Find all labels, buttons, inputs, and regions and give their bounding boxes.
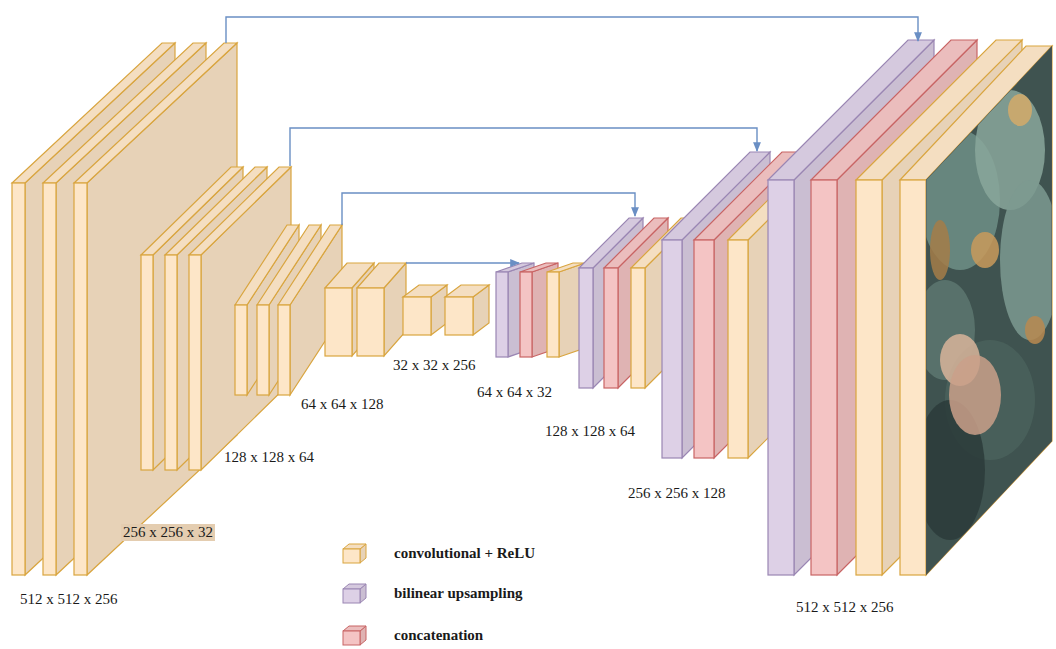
legend-text: concatenation [394, 627, 483, 644]
output-image [915, 40, 1056, 580]
skip-arrow [290, 128, 757, 166]
dimension-label: 64 x 64 x 128 [299, 396, 386, 413]
dimension-label: 256 x 256 x 128 [626, 485, 728, 502]
dimension-label: 32 x 32 x 256 [391, 357, 478, 374]
layer-block [445, 285, 489, 335]
dimension-label: 256 x 256 x 32 [121, 524, 215, 541]
legend-entry: bilinear upsampling [342, 582, 523, 604]
skip-arrow [342, 193, 635, 225]
layer-block [357, 263, 406, 356]
layer-block [520, 263, 558, 357]
dimension-label: 512 x 512 x 256 [18, 591, 120, 608]
legend-swatch [342, 624, 368, 646]
legend-entry: concatenation [342, 624, 483, 646]
swatch-box [342, 582, 368, 604]
legend-swatch [342, 582, 368, 604]
legend-entry: convolutional + ReLU [342, 542, 535, 564]
legend-swatch [342, 542, 368, 564]
dimension-label: 512 x 512 x 256 [794, 599, 896, 616]
skip-arrow [406, 262, 519, 263]
dimension-label: 128 x 128 x 64 [222, 449, 316, 466]
layer-block [403, 285, 447, 335]
skip-arrow [226, 17, 918, 43]
legend-text: bilinear upsampling [394, 585, 523, 602]
swatch-box [342, 624, 368, 646]
dimension-label: 128 x 128 x 64 [543, 423, 637, 440]
swatch-box [342, 542, 368, 564]
legend-text: convolutional + ReLU [394, 545, 535, 562]
layer-block [496, 263, 534, 357]
layer-block [235, 225, 299, 395]
dimension-label: 64 x 64 x 32 [475, 384, 554, 401]
